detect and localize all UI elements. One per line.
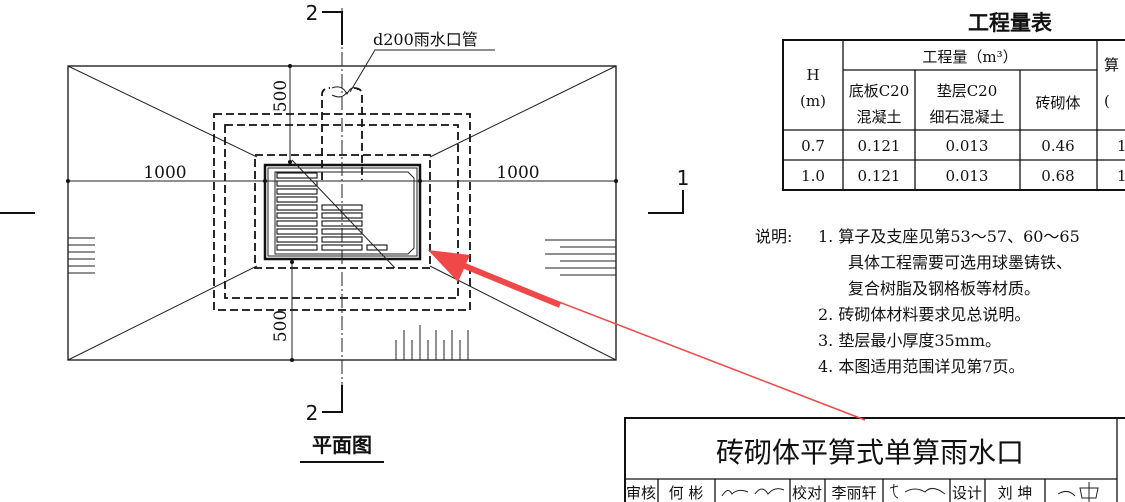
col-header-1-line1: 底板C20 <box>849 82 910 100</box>
grate-bar <box>276 212 318 219</box>
check-label: 校对 <box>792 484 822 502</box>
note-1-cont: 具体工程需要可选用球墨铸铁、 <box>848 253 1072 272</box>
cell: 0.121 <box>858 167 901 185</box>
cell: 0.013 <box>946 167 989 185</box>
grate-bar <box>276 172 318 179</box>
col-header-1-line2: 混凝土 <box>856 108 901 126</box>
section-mark-top: 2 <box>306 1 319 25</box>
title-block-grid <box>624 417 1125 502</box>
grate-bar <box>276 196 318 203</box>
grate-bar <box>276 180 318 187</box>
plan-title: 平面图 <box>312 433 372 457</box>
grate-bar <box>276 244 318 251</box>
design-label: 设计 <box>952 484 982 502</box>
dim-right-label: 1000 <box>496 163 539 183</box>
note-1-cont2: 复合树脂及钢格板等材质。 <box>848 279 1040 298</box>
cell: 0.121 <box>858 137 901 155</box>
cell: 1 <box>1117 167 1125 185</box>
note-2: 2. 砖砌体材料要求见总说明。 <box>818 305 1030 324</box>
header-extra-unit: ( <box>1104 92 1110 110</box>
pipe-outline <box>321 86 363 180</box>
grate-bar <box>276 236 318 243</box>
col-header-2-line1: 垫层C20 <box>937 82 998 100</box>
row-h: 0.7 <box>801 137 825 155</box>
grate-bar <box>276 220 318 227</box>
grate-cut-line <box>291 159 396 269</box>
grate-bar <box>366 244 388 251</box>
note-3: 3. 垫层最小厚度35mm。 <box>818 331 1001 350</box>
header-h: H <box>806 66 819 84</box>
cell: 1 <box>1117 137 1125 155</box>
designer-name: 刘 坤 <box>998 484 1033 502</box>
section-cut-bottom <box>322 385 343 413</box>
table-row: 1.0 0.121 0.013 0.68 1 <box>801 167 1125 185</box>
section-mark-right: 1 <box>677 166 690 190</box>
drawing-title: 砖砌体平算式单算雨水口 <box>716 436 1024 469</box>
grate-bar <box>276 188 318 195</box>
notes-label: 说明: <box>755 227 792 246</box>
grate-seat <box>274 171 415 255</box>
col-header-3: 砖砌体 <box>1035 94 1080 112</box>
row-h: 1.0 <box>801 167 825 185</box>
quantity-table-grid <box>782 39 1125 191</box>
dim-top-label: 500 <box>271 80 291 112</box>
table-title: 工程量表 <box>968 11 1053 35</box>
pipe-label: d200雨水口管 <box>373 30 478 49</box>
grate-bar <box>276 204 318 211</box>
header-h-unit: (m) <box>800 92 826 110</box>
review-label: 审核 <box>626 484 656 502</box>
grate-bar <box>276 228 318 235</box>
dim-bottom-label: 500 <box>271 310 291 342</box>
dimension-ticks <box>66 64 618 362</box>
reviewer-signature <box>721 488 785 497</box>
table-row: 0.7 0.121 0.013 0.46 1 <box>801 137 1125 155</box>
header-group: 工程量（m³） <box>922 48 1017 66</box>
cell: 0.46 <box>1041 137 1074 155</box>
slope-hatching <box>68 237 616 360</box>
section-mark-bottom: 2 <box>306 401 319 425</box>
cell: 0.013 <box>946 137 989 155</box>
note-1: 1. 算子及支座见第53～57、60～65 <box>818 227 1080 246</box>
grate-bars <box>276 172 388 251</box>
dim-left-label: 1000 <box>143 163 186 183</box>
col-header-2-line2: 细石混凝土 <box>929 108 1004 126</box>
annotation-arrow <box>428 250 866 421</box>
checker-signature <box>889 483 946 499</box>
checker-name: 李丽轩 <box>831 484 876 502</box>
section-cut-top <box>322 11 343 45</box>
pipe-leader-line <box>349 49 495 93</box>
note-4: 4. 本图适用范围详见第7页。 <box>818 357 1025 376</box>
header-extra: 算 <box>1104 56 1119 74</box>
cell: 0.68 <box>1041 167 1074 185</box>
designer-signature <box>1057 482 1099 502</box>
reviewer-name: 何 彬 <box>669 484 704 502</box>
section-cut-right <box>648 190 684 214</box>
